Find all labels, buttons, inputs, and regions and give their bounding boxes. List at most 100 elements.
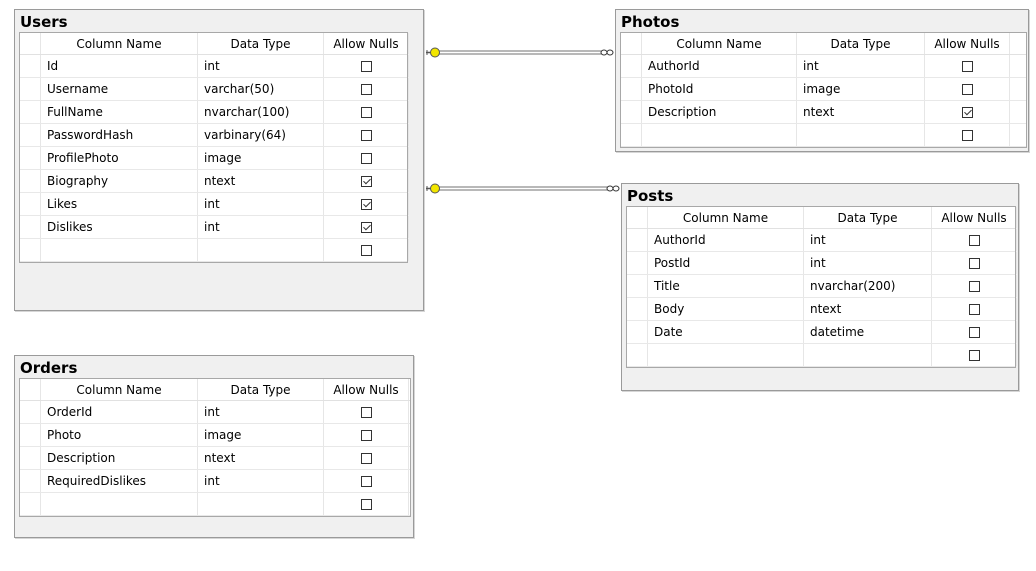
allow-nulls-checkbox[interactable]	[968, 303, 980, 315]
allow-nulls-cell[interactable]	[932, 229, 1017, 251]
data-type-cell[interactable]: int	[804, 229, 932, 251]
data-type-cell[interactable]: nvarchar(200)	[804, 275, 932, 297]
allow-nulls-cell[interactable]	[932, 321, 1017, 343]
row-selector[interactable]	[621, 101, 642, 123]
allow-nulls-cell[interactable]	[324, 147, 409, 169]
data-type-cell[interactable]: int	[198, 401, 324, 423]
allow-nulls-cell[interactable]	[324, 216, 409, 238]
row-selector[interactable]	[621, 124, 642, 146]
allow-nulls-checkbox[interactable]	[360, 429, 372, 441]
column-name-cell[interactable]: ProfilePhoto	[41, 147, 198, 169]
allow-nulls-cell[interactable]	[932, 252, 1017, 274]
allow-nulls-checkbox[interactable]	[961, 106, 973, 118]
allow-nulls-checkbox[interactable]	[961, 60, 973, 72]
relationship-users-photos[interactable]	[420, 44, 620, 64]
data-type-cell[interactable]: int	[198, 470, 324, 492]
allow-nulls-checkbox[interactable]	[360, 198, 372, 210]
row-selector[interactable]	[627, 344, 648, 366]
allow-nulls-checkbox[interactable]	[360, 406, 372, 418]
row-selector[interactable]	[627, 298, 648, 320]
allow-nulls-checkbox[interactable]	[360, 106, 372, 118]
column-name-cell[interactable]: Photo	[41, 424, 198, 446]
column-name-cell[interactable]: OrderId	[41, 401, 198, 423]
allow-nulls-checkbox[interactable]	[968, 349, 980, 361]
row-selector[interactable]	[20, 424, 41, 446]
allow-nulls-cell[interactable]	[932, 344, 1017, 366]
row-selector[interactable]	[20, 124, 41, 146]
allow-nulls-cell[interactable]	[324, 239, 409, 261]
allow-nulls-cell[interactable]	[324, 124, 409, 146]
allow-nulls-checkbox[interactable]	[360, 175, 372, 187]
allow-nulls-checkbox[interactable]	[360, 129, 372, 141]
allow-nulls-cell[interactable]	[324, 193, 409, 215]
allow-nulls-cell[interactable]	[324, 493, 409, 515]
column-name-cell[interactable]: Body	[648, 298, 804, 320]
column-name-cell[interactable]: Description	[41, 447, 198, 469]
column-name-cell[interactable]: PasswordHash	[41, 124, 198, 146]
data-type-cell[interactable]: image	[198, 147, 324, 169]
column-name-cell[interactable]: AuthorId	[642, 55, 797, 77]
data-type-cell[interactable]: ntext	[198, 447, 324, 469]
allow-nulls-checkbox[interactable]	[968, 280, 980, 292]
allow-nulls-cell[interactable]	[932, 275, 1017, 297]
data-type-cell[interactable]: varchar(50)	[198, 78, 324, 100]
column-name-cell[interactable]: FullName	[41, 101, 198, 123]
allow-nulls-cell[interactable]	[324, 470, 409, 492]
column-name-cell[interactable]	[648, 344, 804, 366]
allow-nulls-checkbox[interactable]	[360, 152, 372, 164]
allow-nulls-cell[interactable]	[324, 424, 409, 446]
row-selector[interactable]	[20, 147, 41, 169]
column-name-cell[interactable]	[642, 124, 797, 146]
column-name-cell[interactable]: Date	[648, 321, 804, 343]
row-selector[interactable]	[621, 78, 642, 100]
allow-nulls-cell[interactable]	[925, 78, 1010, 100]
column-name-cell[interactable]: Biography	[41, 170, 198, 192]
allow-nulls-checkbox[interactable]	[360, 498, 372, 510]
column-name-cell[interactable]: Username	[41, 78, 198, 100]
data-type-cell[interactable]	[198, 239, 324, 261]
row-selector[interactable]	[627, 229, 648, 251]
allow-nulls-checkbox[interactable]	[360, 475, 372, 487]
empty-column-row[interactable]	[621, 124, 1026, 147]
data-type-cell[interactable]: varbinary(64)	[198, 124, 324, 146]
column-name-cell[interactable]: Description	[642, 101, 797, 123]
column-name-cell[interactable]: Likes	[41, 193, 198, 215]
row-selector[interactable]	[20, 493, 41, 515]
data-type-cell[interactable]: int	[198, 55, 324, 77]
allow-nulls-checkbox[interactable]	[968, 257, 980, 269]
row-selector[interactable]	[20, 216, 41, 238]
data-type-cell[interactable]: image	[797, 78, 925, 100]
empty-column-row[interactable]	[20, 493, 410, 516]
table-title-posts[interactable]: Posts	[627, 187, 674, 205]
column-name-cell[interactable]: PhotoId	[642, 78, 797, 100]
data-type-cell[interactable]: int	[198, 193, 324, 215]
row-selector[interactable]	[20, 193, 41, 215]
allow-nulls-checkbox[interactable]	[360, 452, 372, 464]
allow-nulls-cell[interactable]	[925, 124, 1010, 146]
data-type-cell[interactable]: ntext	[198, 170, 324, 192]
column-name-cell[interactable]: Dislikes	[41, 216, 198, 238]
allow-nulls-checkbox[interactable]	[968, 326, 980, 338]
data-type-cell[interactable]: image	[198, 424, 324, 446]
relationship-users-posts[interactable]	[420, 180, 626, 200]
data-type-cell[interactable]: datetime	[804, 321, 932, 343]
